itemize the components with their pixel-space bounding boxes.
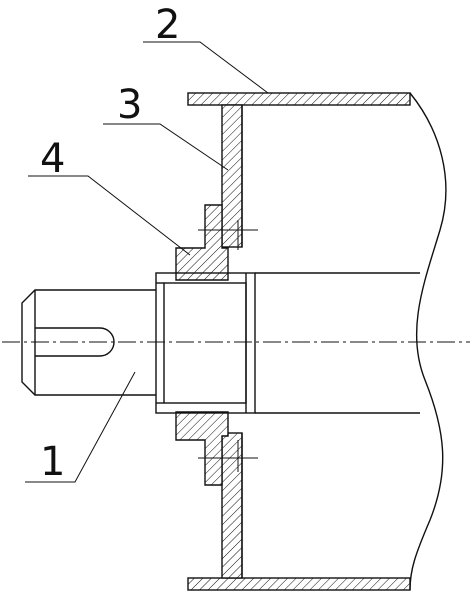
- retainer-lower: [175, 411, 229, 486]
- callout-1: 1: [40, 439, 65, 485]
- retainer-upper: [175, 204, 229, 281]
- end-plate-upper: [221, 104, 243, 248]
- leader-lines: [25, 41, 269, 483]
- end-plate-lower: [221, 432, 243, 579]
- callout-2: 2: [155, 2, 180, 48]
- bolt-marks: [198, 220, 258, 472]
- inner-tube: [241, 105, 420, 578]
- bearing-block: [155, 272, 256, 414]
- callout-4: 4: [40, 136, 65, 182]
- callout-3: 3: [117, 82, 142, 128]
- housing-top-flange: [187, 92, 411, 106]
- break-line: [409, 92, 447, 591]
- shaft: [21, 289, 156, 396]
- housing-bottom-flange: [187, 577, 411, 591]
